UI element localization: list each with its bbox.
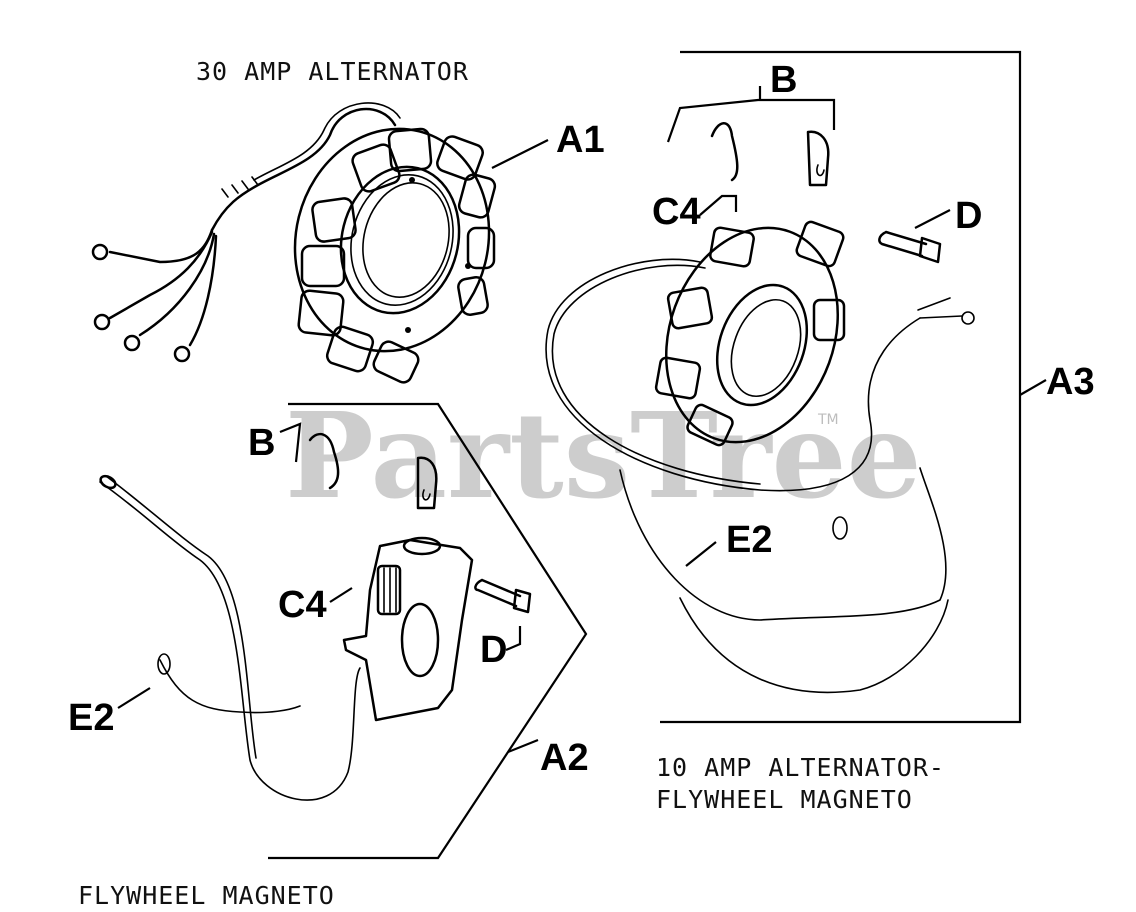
- stator-30-amp: [91, 102, 549, 384]
- caption-10-amp-alternator-line2: FLYWHEEL MAGNETO: [656, 785, 913, 814]
- leader-a1: [491, 139, 549, 169]
- label-a2: A2: [540, 737, 589, 779]
- label-b-top: B: [770, 59, 797, 101]
- label-e2-left: E2: [68, 697, 114, 739]
- label-c4-left: C4: [278, 584, 327, 626]
- label-d-top: D: [955, 195, 982, 237]
- bracket-a3: [660, 50, 1022, 724]
- caption-30-amp-alternator: 30 AMP ALTERNATOR: [196, 57, 469, 86]
- assembly-10-amp-alternator: [545, 50, 1047, 724]
- label-a3: A3: [1046, 361, 1095, 403]
- bracket-a2: [268, 402, 588, 860]
- label-d-left: D: [480, 629, 507, 671]
- label-c4-top: C4: [652, 191, 701, 233]
- assembly-flywheel-magneto: [99, 402, 588, 860]
- label-e2-right: E2: [726, 519, 772, 561]
- label-a1: A1: [556, 119, 605, 161]
- watermark-trademark: TM: [817, 412, 839, 428]
- label-b-left: B: [248, 422, 275, 464]
- watermark: PartsTree TM: [285, 386, 922, 525]
- caption-flywheel-magneto: FLYWHEEL MAGNETO: [78, 881, 335, 910]
- caption-10-amp-alternator-line1: 10 AMP ALTERNATOR-: [656, 753, 945, 782]
- watermark-text: PartsTree: [285, 386, 922, 525]
